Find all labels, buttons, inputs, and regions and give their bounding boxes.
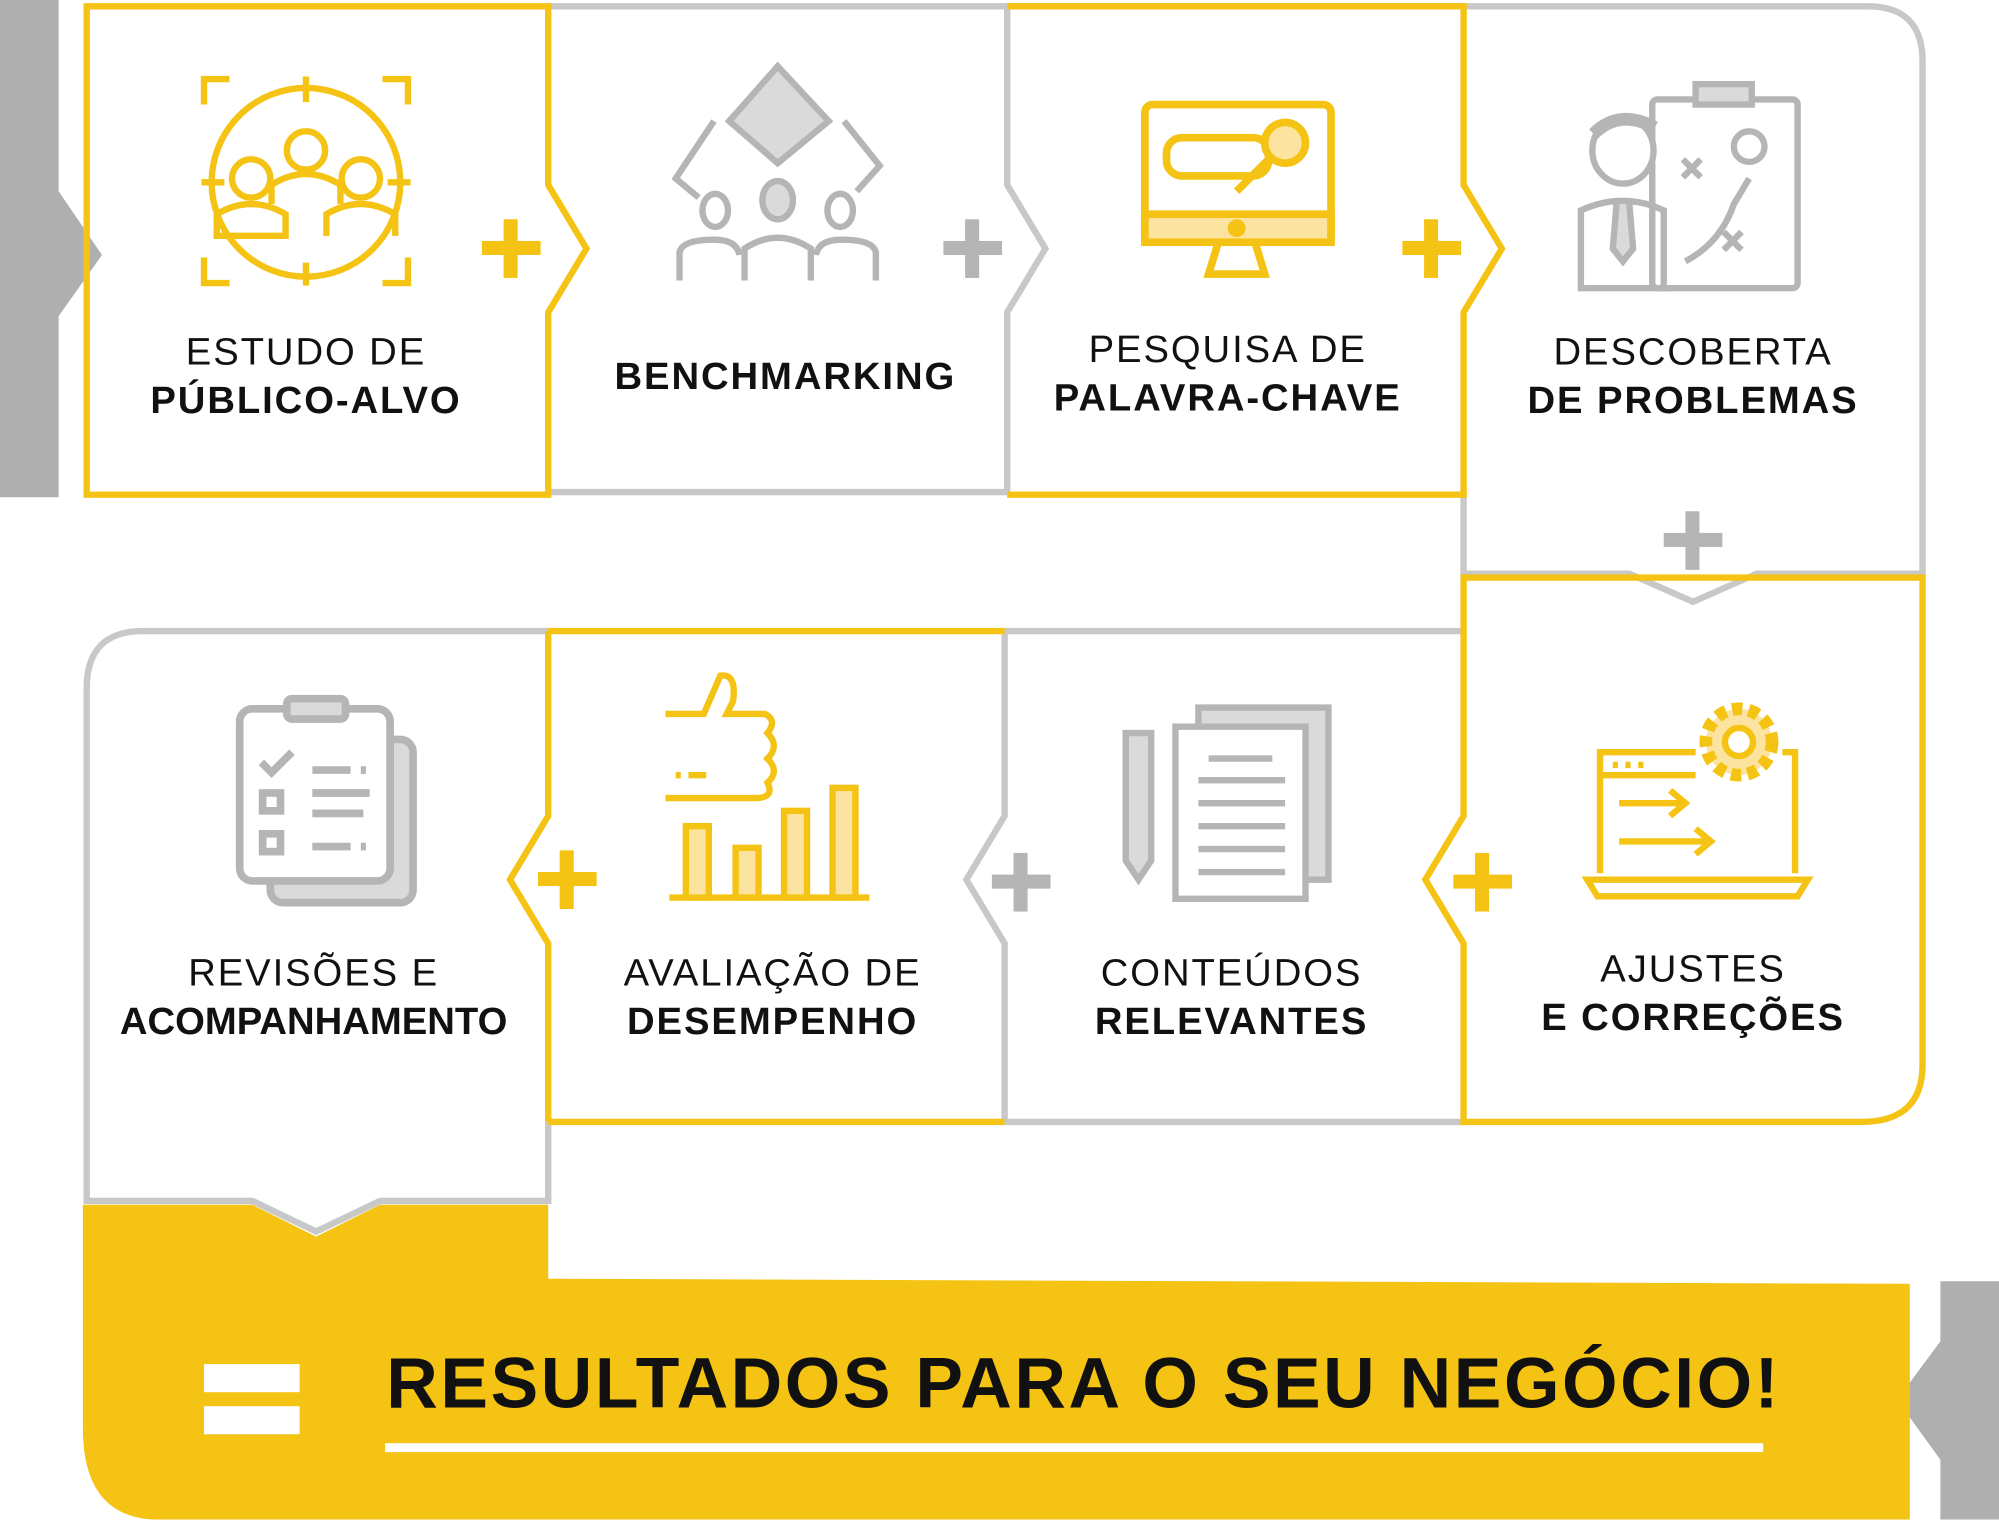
step-problem-discovery: DESCOBERTA DE PROBLEMAS [1464,329,1923,426]
team-puzzle-icon [671,61,884,281]
result-underline [385,1443,1764,1453]
step-label-line1: ESTUDO DE [185,331,427,374]
step-keyword-research: PESQUISA DE PALAVRA-CHAVE [998,326,1457,423]
clipboard-checklist-icon [235,694,417,907]
plus-icon [538,850,597,910]
step-benchmarking: BENCHMARKING [556,353,1015,401]
monitor-key-icon [1141,100,1335,278]
strategy-board-icon [1577,80,1801,292]
result-panel [82,1204,1910,1520]
result-title: RESULTADOS PARA O SEU NEGÓCIO! [386,1342,1782,1423]
step-label-line2: DESEMPENHO [627,1000,919,1043]
plus-icon [1402,219,1462,278]
step-target-audience: ESTUDO DE PÚBLICO-ALVO [76,329,535,426]
step-relevant-content: CONTEÚDOS RELEVANTES [1002,950,1461,1047]
target-audience-icon [200,75,412,287]
browser-gear-icon [1581,702,1814,900]
plus-icon [481,219,541,278]
step-label-line2: RELEVANTES [1094,1000,1369,1043]
step-label-line2: PALAVRA-CHAVE [1053,377,1402,420]
step-label-line1: DESCOBERTA [1553,331,1833,374]
step-label-line2: BENCHMARKING [614,355,957,398]
plus-icon [943,219,1003,278]
step-reviews-monitoring: REVISÕES E ACOMPANHAMENTO [84,950,543,1047]
step-label-line1: PESQUISA DE [1088,328,1367,371]
plus-icon [1663,511,1723,570]
step-adjustments: AJUSTES E CORREÇÕES [1464,946,1923,1043]
plus-icon [991,852,1051,912]
step-label-line2: E CORREÇÕES [1541,996,1845,1040]
step-label-line1: AJUSTES [1600,948,1786,991]
end-arrow-bar [1897,1281,1999,1520]
start-arrow-bar [0,0,102,498]
equals-icon [203,1364,300,1435]
step-label-line2: DE PROBLEMAS [1527,379,1859,422]
step-label-line1: AVALIAÇÃO DE [623,952,922,995]
step-label-line1: REVISÕES E [188,952,440,995]
document-pencil-icon [1122,704,1332,902]
step-label-line2: PÚBLICO-ALVO [150,379,462,422]
step-label-line2: ACOMPANHAMENTO [119,1000,508,1043]
plus-icon [1453,852,1513,912]
step-performance-evaluation: AVALIAÇÃO DE DESEMPENHO [543,950,1002,1047]
thumbs-up-chart-icon [665,672,870,901]
step-label-line1: CONTEÚDOS [1100,952,1363,995]
